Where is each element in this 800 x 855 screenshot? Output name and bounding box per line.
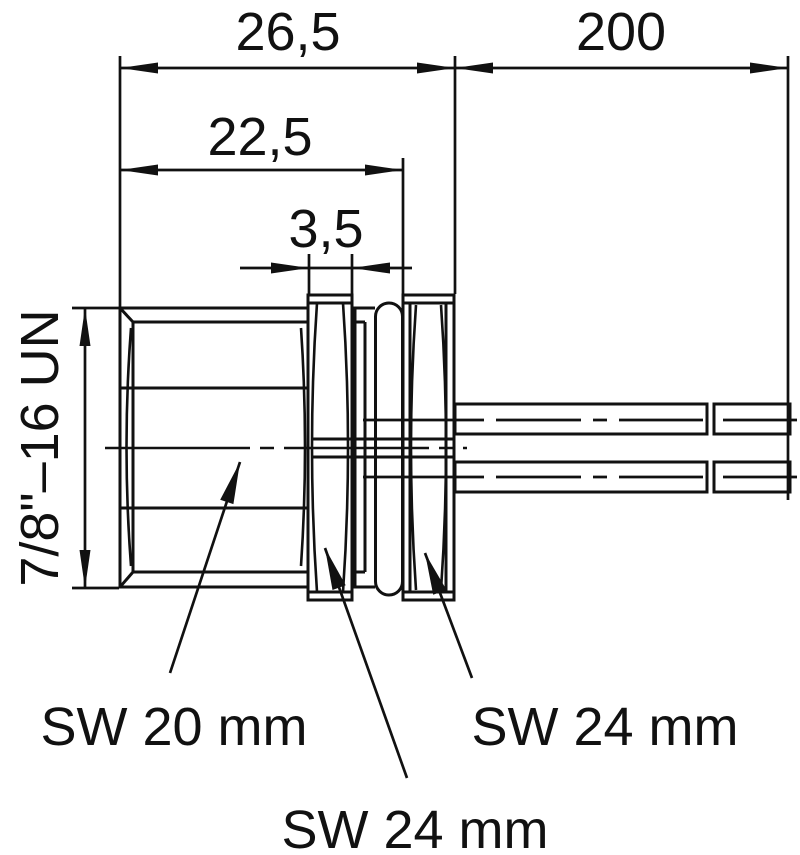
dimension-lines: [72, 56, 790, 779]
arrow-200-left: [455, 62, 493, 74]
arrow-3-5-left: [271, 262, 309, 274]
connector-part: [105, 293, 797, 602]
arrow-thread-bottom: [79, 550, 91, 588]
label-sw24-panelnut: SW 24 mm: [471, 697, 738, 757]
dim-text-thread-spec: 7/8"–16 UN: [10, 309, 70, 586]
arrowheads: [79, 62, 788, 595]
arrow-thread-top: [79, 308, 91, 346]
label-sw24-locknut: SW 24 mm: [281, 800, 548, 855]
cables: [363, 402, 797, 494]
arrow-leader-sw24-locknut: [325, 548, 346, 590]
arrow-leader-sw20: [220, 462, 240, 505]
cable-conductors: [363, 418, 797, 479]
arrow-200-right: [750, 62, 788, 74]
lock-nut: [306, 293, 354, 602]
dim-text-total-length: 26,5: [235, 2, 340, 62]
arrow-26-5-left: [120, 62, 158, 74]
annotations: 26,5 200 22,5 3,5 7/8"–16 UN SW 20 mm SW…: [10, 2, 739, 855]
extension-lines: [72, 56, 790, 590]
inner-tube: [313, 437, 455, 459]
arrow-22-5-right: [365, 164, 403, 176]
label-sw20: SW 20 mm: [40, 697, 307, 757]
dim-text-front-length: 22,5: [207, 107, 312, 167]
dim-text-cable-length: 200: [576, 2, 666, 62]
arrow-3-5-right: [352, 262, 390, 274]
dim-text-locknut-thickness: 3,5: [288, 199, 363, 259]
arrow-26-5-right: [417, 62, 455, 74]
arrow-leader-sw24-panelnut: [425, 553, 447, 595]
arrow-22-5-left: [120, 164, 158, 176]
